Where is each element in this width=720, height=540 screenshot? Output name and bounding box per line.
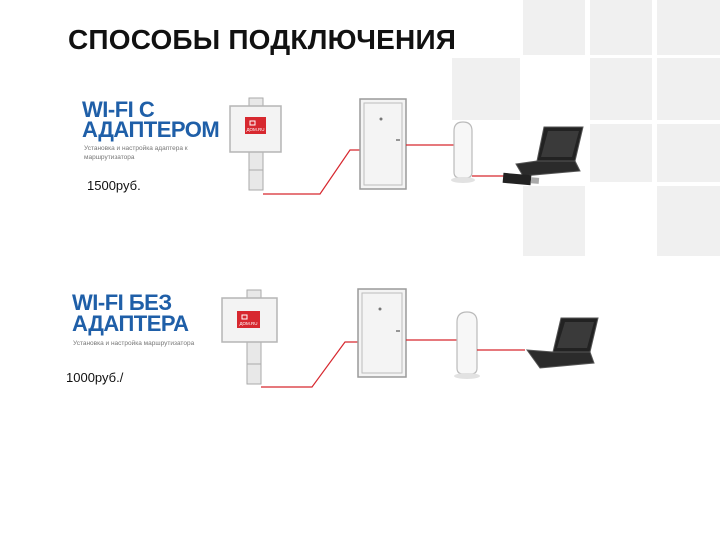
svg-text:ДОМ.RU: ДОМ.RU (246, 127, 264, 132)
usb-adapter-icon (502, 172, 540, 186)
building-door-icon (359, 98, 407, 190)
building-door-icon (357, 288, 407, 378)
decor-square (590, 0, 652, 55)
section2-price: 1000руб./ (66, 370, 124, 385)
decor-square (523, 186, 585, 256)
svg-text:ДОМ.RU: ДОМ.RU (239, 321, 257, 326)
section1-price: 1500руб. (87, 178, 141, 193)
laptop-icon (515, 126, 584, 177)
laptop-icon (525, 317, 599, 369)
decor-square (590, 124, 652, 182)
section1-subtitle-line2: маршрутизатора (84, 154, 135, 161)
router-icon (454, 311, 480, 379)
section1-heading-line2: АДАПТЕРОМ (82, 117, 220, 142)
section2-heading-line2: АДАПТЕРА (72, 311, 189, 336)
cable-line (263, 149, 362, 195)
cable-line (261, 341, 360, 388)
decor-square (590, 58, 652, 120)
section2-diagram: ДОМ.RU (221, 288, 599, 388)
section2-heading-line1: WI-FI БЕЗ (72, 290, 172, 315)
section1-diagram: ДОМ.RU (229, 97, 584, 195)
decor-square (657, 186, 720, 256)
section1-heading-line1: WI-FI С (82, 97, 155, 122)
section2-subtitle-line1: Установка и настройка маршрутизатора (73, 340, 195, 347)
antenna-icon: ДОМ.RU (229, 97, 282, 191)
router-icon (451, 121, 475, 183)
decor-square (657, 0, 720, 55)
page-title: СПОСОБЫ ПОДКЛЮЧЕНИЯ (68, 24, 457, 55)
decor-square (657, 58, 720, 120)
decor-square (452, 58, 520, 120)
section1-subtitle-line1: Установка и настройка адаптера к (84, 145, 188, 152)
antenna-icon: ДОМ.RU (221, 289, 278, 385)
decor-square (523, 0, 585, 55)
decor-square (657, 124, 720, 182)
